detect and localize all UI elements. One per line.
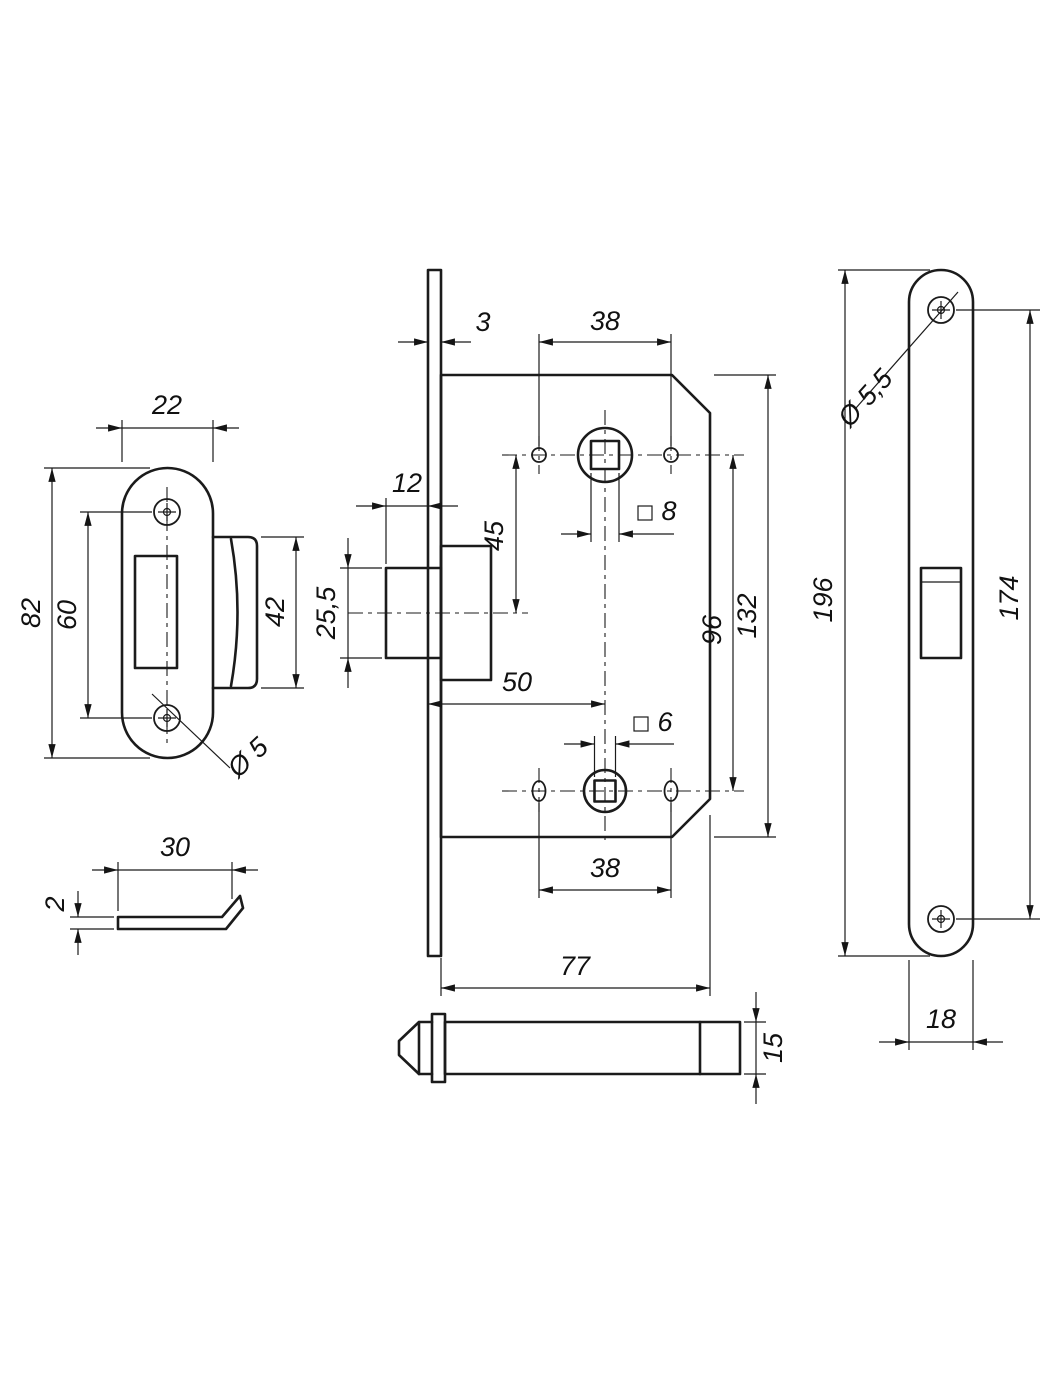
dust-cover-outline <box>116 894 245 931</box>
dim-spindle-to-wc: 96 <box>697 614 727 645</box>
dim-cover-length: 30 <box>160 832 190 862</box>
dim-face-hole-spacing: 174 <box>994 575 1024 620</box>
faceplate-cross-section <box>430 1012 447 1084</box>
dim-latch-thickness: 15 <box>758 1032 788 1063</box>
mount-slot-bottom-left <box>531 780 547 802</box>
dim-backset: 50 <box>502 667 532 697</box>
face-hole-dia-leader <box>855 291 959 409</box>
dim-wc-square: 6 <box>657 707 673 737</box>
faceplate-screw-hole-bottom <box>927 905 955 933</box>
strike-plate-tab <box>211 535 259 690</box>
strike-plate-tab-bend <box>229 537 239 688</box>
dim-body-height: 132 <box>732 593 762 638</box>
strike-plate-outline <box>120 466 215 760</box>
wc-square-hole <box>593 779 617 803</box>
square-symbol-icon <box>637 505 653 521</box>
dim-strike-height: 82 <box>16 598 46 628</box>
faceplate-latch-window <box>919 566 963 660</box>
dim-faceplate-height: 196 <box>808 576 838 622</box>
dim-cover-thickness: 2 <box>40 896 70 912</box>
lock-body-view: 3 38 12 45 8 25,5 50 6 <box>311 268 930 996</box>
strike-plate-cutout <box>133 554 179 670</box>
spindle-hub <box>531 426 679 484</box>
mount-hole-top-right <box>663 447 679 463</box>
dim-face-hole-dia: Ø 5,5 <box>831 363 899 434</box>
dim-face-width: 18 <box>926 1004 956 1034</box>
dim-strike-tab-height: 42 <box>260 597 290 627</box>
dim-faceplate-thickness: 3 <box>475 307 490 337</box>
mount-hole-top-left <box>531 447 547 463</box>
dim-latch-height: 25,5 <box>311 586 341 641</box>
strike-hole-dia-leader <box>151 693 231 769</box>
dim-strike-width: 22 <box>151 390 182 420</box>
dim-spindle-square: 8 <box>661 496 676 526</box>
dim-body-width: 77 <box>560 951 591 981</box>
dust-cover-view: 30 2 <box>40 832 258 955</box>
lock-body-outline <box>439 373 712 839</box>
strike-plate-view: 22 82 60 42 Ø 5 <box>16 390 304 784</box>
mount-slot-bottom-right <box>663 780 679 802</box>
latch-bolt-side-view: 15 <box>397 992 788 1104</box>
dim-top-hole-spacing: 38 <box>590 306 620 336</box>
faceplate-screw-hole-top <box>927 296 955 324</box>
wc-hub <box>531 768 679 814</box>
dim-strike-hole-spacing: 60 <box>52 600 82 630</box>
faceplate-view: Ø 5,5 174 18 <box>831 268 1040 1050</box>
latch-bar <box>443 1020 742 1076</box>
square-symbol-icon <box>633 716 649 732</box>
faceplate-outline <box>907 268 975 958</box>
latch-nose <box>397 1020 434 1076</box>
spindle-square-hole <box>589 439 621 471</box>
dim-spindle-to-latch: 45 <box>479 520 509 551</box>
dim-bottom-hole-spacing: 38 <box>590 853 620 883</box>
dim-strike-hole-dia: Ø 5 <box>221 731 275 784</box>
dim-latch-projection: 12 <box>392 468 422 498</box>
